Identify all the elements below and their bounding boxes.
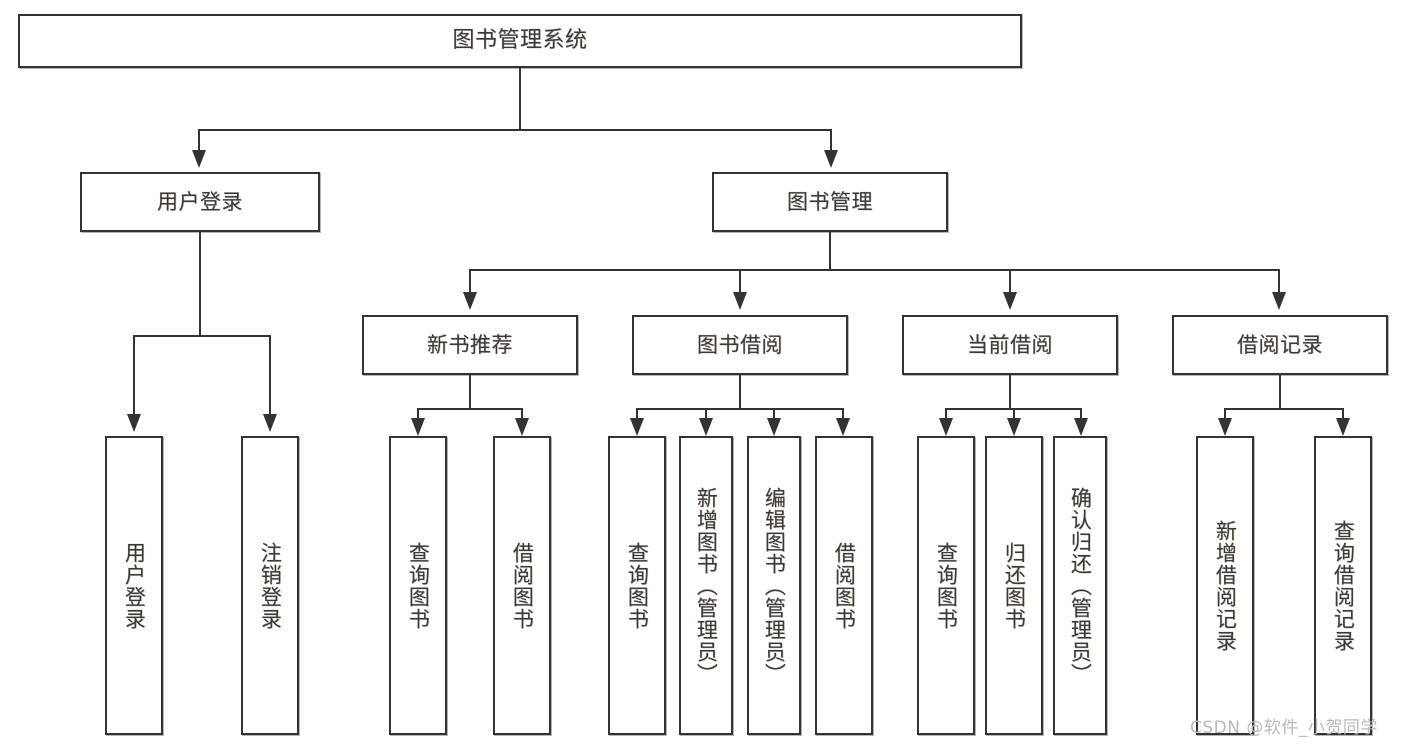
connector-new-book-child-1	[417, 408, 419, 420]
arrowhead-book-borrow-child-4	[836, 418, 850, 436]
arrowhead-book-borrow-child-1	[630, 418, 644, 436]
connector-to-new-book	[469, 269, 471, 293]
arrowhead-current-borrow-child-2	[1007, 418, 1021, 436]
leaf-label: 归还图书	[1002, 541, 1027, 630]
connector-to-current-borrow	[1009, 269, 1011, 293]
leaf-label: 编辑图书（管理员）	[762, 486, 787, 685]
connector-current-borrow-child-3	[1080, 408, 1082, 420]
connector-borrow-record-child-1	[1224, 408, 1226, 420]
arrowhead-user-login-child-1	[127, 414, 141, 432]
connector-current-borrow-child-2	[1013, 408, 1015, 420]
connector-user-login-child-2	[269, 335, 271, 415]
connector-book-borrow-child-2	[705, 408, 707, 420]
leaf-label: 确认归还（管理员）	[1068, 486, 1093, 685]
csdn-watermark: CSDN @软件_小贺同学	[1190, 718, 1378, 738]
leaf-new-book-query[interactable]: 查询图书	[389, 436, 447, 735]
node-new-book-recommend[interactable]: 新书推荐	[362, 315, 578, 375]
node-label: 图书借阅	[697, 332, 783, 357]
arrowhead-to-current-borrow	[1003, 292, 1017, 310]
leaf-borrow-record-add[interactable]: 新增借阅记录	[1196, 436, 1254, 735]
connector-book-borrow-bus	[636, 408, 844, 410]
node-book-manage[interactable]: 图书管理	[712, 172, 948, 232]
arrowhead-to-new-book	[463, 292, 477, 310]
leaf-label: 新增借阅记录	[1213, 519, 1238, 652]
connector-book-borrow-stem	[739, 375, 741, 410]
leaf-label: 新增图书（管理员）	[694, 486, 719, 685]
connector-book-manage-stem	[829, 232, 831, 271]
node-root-system[interactable]: 图书管理系统	[18, 14, 1022, 68]
connector-to-borrow-record	[1278, 269, 1280, 293]
connector-book-borrow-child-1	[636, 408, 638, 420]
connector-book-borrow-child-4	[842, 408, 844, 420]
node-label: 新书推荐	[427, 332, 513, 357]
node-label: 用户登录	[157, 189, 243, 214]
node-label: 借阅记录	[1237, 332, 1323, 357]
arrowhead-to-user-login	[192, 150, 206, 168]
arrowhead-borrow-record-child-2	[1336, 418, 1350, 436]
leaf-user-login-logout[interactable]: 注销登录	[241, 436, 299, 735]
arrowhead-book-borrow-child-3	[767, 418, 781, 436]
arrowhead-new-book-child-2	[515, 418, 529, 436]
leaf-book-borrow-borrow[interactable]: 借阅图书	[815, 436, 873, 735]
connector-new-book-child-2	[521, 408, 523, 420]
leaf-label: 注销登录	[258, 541, 283, 630]
node-book-borrow[interactable]: 图书借阅	[632, 315, 848, 375]
leaf-label: 查询图书	[406, 541, 431, 630]
node-label: 图书管理	[787, 189, 873, 214]
connector-to-user-login	[198, 129, 200, 151]
arrowhead-new-book-child-1	[411, 418, 425, 436]
leaf-label: 查询图书	[934, 541, 959, 630]
arrowhead-current-borrow-child-3	[1074, 418, 1088, 436]
connector-book-borrow-child-3	[773, 408, 775, 420]
arrowhead-to-book-borrow	[733, 292, 747, 310]
leaf-label: 用户登录	[122, 541, 147, 630]
leaf-label: 查询图书	[625, 541, 650, 630]
arrowhead-book-borrow-child-2	[699, 418, 713, 436]
leaf-label: 借阅图书	[832, 541, 857, 630]
leaf-label: 查询借阅记录	[1331, 519, 1356, 652]
leaf-current-borrow-confirm[interactable]: 确认归还（管理员）	[1053, 436, 1107, 735]
leaf-borrow-record-query[interactable]: 查询借阅记录	[1314, 436, 1372, 735]
node-label: 当前借阅	[967, 332, 1053, 357]
connector-borrow-record-stem	[1279, 375, 1281, 410]
leaf-current-borrow-query[interactable]: 查询图书	[917, 436, 975, 735]
arrowhead-current-borrow-child-1	[939, 418, 953, 436]
connector-to-book-manage	[830, 129, 832, 151]
connector-root-stem	[519, 68, 521, 130]
leaf-book-borrow-query[interactable]: 查询图书	[608, 436, 666, 735]
connector-level3-bus	[469, 269, 1280, 271]
leaf-label: 借阅图书	[510, 541, 535, 630]
leaf-user-login-login[interactable]: 用户登录	[105, 436, 163, 735]
connector-current-borrow-child-1	[945, 408, 947, 420]
leaf-current-borrow-return[interactable]: 归还图书	[985, 436, 1043, 735]
connector-user-login-bus	[133, 335, 269, 337]
connector-borrow-record-bus	[1224, 408, 1343, 410]
connector-user-login-child-1	[133, 335, 135, 415]
connector-level2-bus	[198, 129, 832, 131]
leaf-book-borrow-edit[interactable]: 编辑图书（管理员）	[747, 436, 801, 735]
connector-current-borrow-stem	[1009, 375, 1011, 410]
leaf-new-book-borrow[interactable]: 借阅图书	[493, 436, 551, 735]
connector-borrow-record-child-2	[1342, 408, 1344, 420]
connector-to-book-borrow	[739, 269, 741, 293]
connector-user-login-stem	[199, 232, 201, 336]
leaf-book-borrow-add[interactable]: 新增图书（管理员）	[679, 436, 733, 735]
arrowhead-to-borrow-record	[1272, 292, 1286, 310]
connector-new-book-bus	[417, 408, 522, 410]
node-user-login[interactable]: 用户登录	[80, 172, 320, 232]
node-current-borrow[interactable]: 当前借阅	[902, 315, 1118, 375]
arrowhead-borrow-record-child-1	[1218, 418, 1232, 436]
connector-new-book-stem	[469, 375, 471, 410]
node-label: 图书管理系统	[452, 28, 588, 54]
node-borrow-record[interactable]: 借阅记录	[1172, 315, 1388, 375]
arrowhead-user-login-child-2	[263, 414, 277, 432]
arrowhead-to-book-manage	[824, 150, 838, 168]
